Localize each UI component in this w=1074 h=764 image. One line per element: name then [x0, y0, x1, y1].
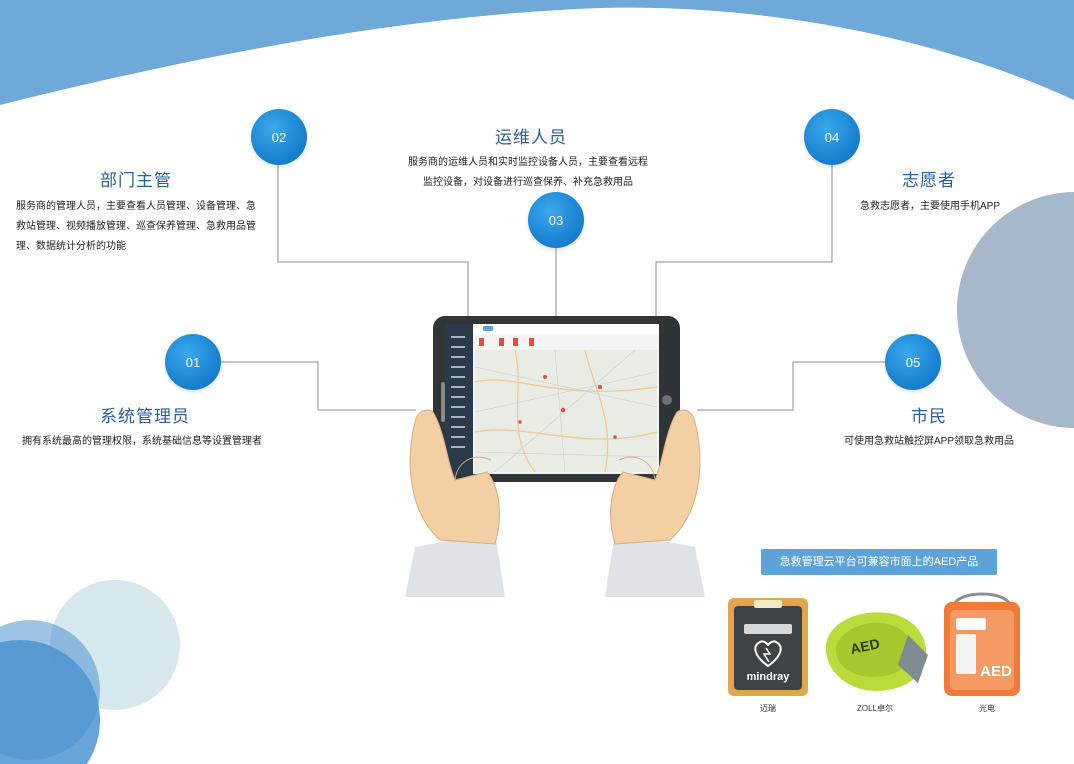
aed-label-kohden: 光电 [979, 704, 995, 713]
kohden-logo-text: AED [980, 663, 1012, 680]
mindray-logo-text: mindray [747, 671, 791, 683]
desc-line: 拥有系统最高的管理权限，系统基础信息等设置管理者 [22, 436, 262, 447]
desc-line: 可使用急救站触控屏APP领取急救用品 [844, 436, 1015, 447]
desc-line: 监控设备，对设备进行巡查保养、补充急救用品 [423, 177, 633, 188]
desc-line: 理、数据统计分析的功能 [16, 241, 126, 252]
aed-label-mindray: 迈瑞 [760, 704, 776, 713]
role-title-ops: 运维人员 [495, 128, 567, 147]
role-desc-ops: 服务商的运维人员和实时监控设备人员，主要查看远程 监控设备，对设备进行巡查保养、… [408, 153, 648, 193]
role-desc-citizen: 可使用急救站触控屏APP领取急救用品 [844, 432, 1014, 452]
step-02-badge: 02 [251, 109, 307, 165]
hands-tablet-illustration [405, 316, 705, 597]
mindray-aed-image: mindray [728, 598, 808, 696]
step-01-badge: 01 [165, 334, 221, 390]
desc-line: 急救志愿者，主要使用手机APP [860, 201, 1001, 212]
role-desc-admin: 拥有系统最高的管理权限，系统基础信息等设置管理者 [22, 432, 262, 452]
desc-line: 救站管理、视频播放管理、巡查保养管理、急救用品管 [16, 221, 256, 232]
step-03-badge: 03 [528, 192, 584, 248]
aed-compat-banner: 急救管理云平台可兼容市面上的AED产品 [761, 549, 997, 575]
kohden-aed-image: AED [944, 592, 1020, 696]
role-title-manager: 部门主管 [100, 171, 172, 190]
desc-line: 服务商的管理人员，主要查看人员管理、设备管理、急 [16, 201, 256, 212]
role-title-admin: 系统管理员 [100, 407, 190, 426]
role-desc-manager: 服务商的管理人员，主要查看人员管理、设备管理、急 救站管理、视频播放管理、巡查保… [16, 197, 256, 257]
role-title-citizen: 市民 [911, 407, 947, 426]
zoll-logo-text: AED [849, 635, 881, 657]
role-desc-volunteer: 急救志愿者，主要使用手机APP [860, 197, 1000, 217]
aed-label-zoll: ZOLL卓尔 [856, 704, 893, 713]
desc-line: 服务商的运维人员和实时监控设备人员，主要查看远程 [408, 157, 648, 168]
step-04-badge: 04 [804, 109, 860, 165]
zoll-aed-image: AED [825, 612, 928, 691]
step-05-badge: 05 [885, 334, 941, 390]
role-title-volunteer: 志愿者 [902, 171, 956, 190]
